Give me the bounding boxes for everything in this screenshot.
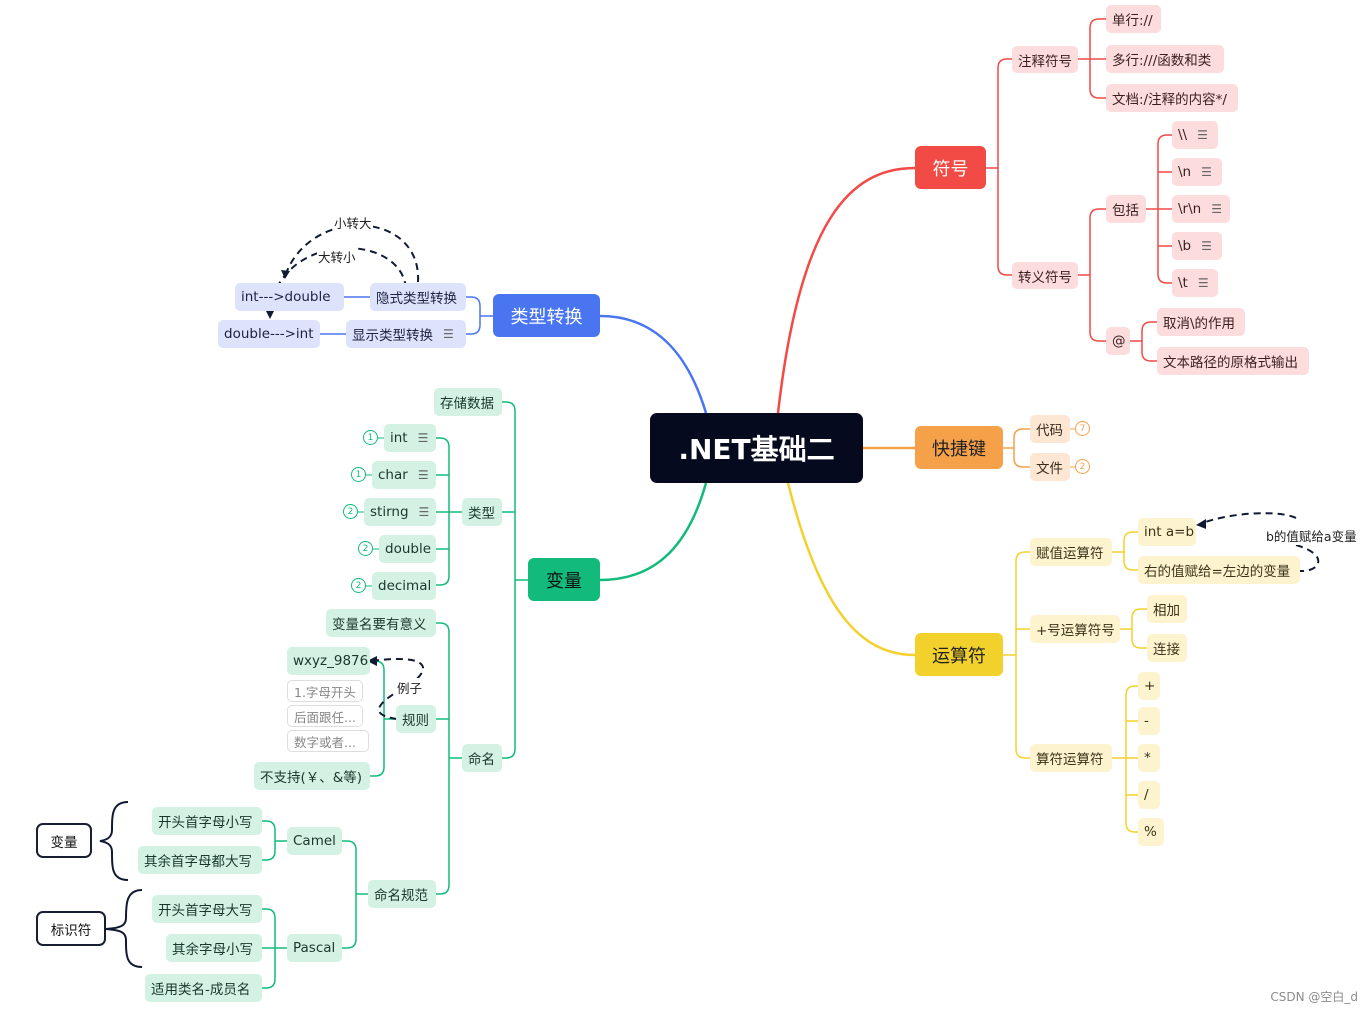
count-badge: 2 [358,541,373,556]
type-int-label: int [390,430,408,446]
camel-rest-upper[interactable]: 其余首字母都大写 [138,846,262,874]
note-icon: ☰ [418,505,430,519]
includes-node[interactable]: 包括 [1106,195,1146,223]
note-icon: ☰ [1197,128,1208,142]
escape-tab[interactable]: \t ☰ [1172,269,1218,297]
escape-crlf[interactable]: \r\n ☰ [1172,195,1230,223]
escape-backspace-label: \b [1178,238,1192,254]
naming-node[interactable]: 命名 [462,744,502,772]
at-verbatim-path[interactable]: 文本路径的原格式输出 [1157,347,1309,375]
variable-node[interactable]: 变量 [528,558,600,601]
escape-backspace[interactable]: \b ☰ [1172,232,1222,260]
naming-convention-node[interactable]: 命名规范 [368,880,436,908]
camel-first-lower[interactable]: 开头首字母小写 [152,807,262,835]
rule-note-1[interactable]: 1.字母开头 [287,680,363,702]
pascal-summary-box[interactable]: 标识符 [36,911,106,946]
assign-operator-node[interactable]: 赋值运算符 [1030,538,1112,566]
double-to-int[interactable]: double--->int [218,320,320,348]
explicit-conversion-label: 显示类型转换 [352,328,433,344]
comment-multi-line[interactable]: 多行:///函数和类 [1106,45,1224,73]
conversion-node[interactable]: 类型转换 [493,294,600,337]
comment-doc[interactable]: 文档:/注释的内容*/ [1106,84,1238,112]
escape-newline-label: \n [1178,164,1192,180]
types-node[interactable]: 类型 [462,498,502,526]
rule-note-2[interactable]: 后面跟任... [287,705,363,727]
type-int[interactable]: int ☰ [384,424,436,452]
assign-explanation[interactable]: 右的值赋给=左边的变量 [1138,556,1300,584]
count-badge: 2 [343,504,358,519]
type-string-label: stirng [370,504,409,520]
shortcut-file[interactable]: 文件 [1030,453,1070,481]
plus-operator-node[interactable]: +号运算符号 [1030,615,1120,643]
meaningful-name-node[interactable]: 变量名要有意义 [326,609,436,637]
pascal-first-upper[interactable]: 开头首字母大写 [152,895,262,923]
note-icon: ☰ [1211,202,1222,216]
arith-plus[interactable]: + [1138,672,1160,700]
camel-node[interactable]: Camel [287,827,342,855]
small-to-big-label: 小转大 [333,213,373,232]
comment-symbols-node[interactable]: 注释符号 [1012,46,1078,73]
watermark: CSDN @空白_d [1270,990,1358,1004]
plus-concat[interactable]: 连接 [1147,634,1187,662]
example-label: 例子 [396,678,424,697]
operators-node[interactable]: 运算符 [915,633,1003,676]
count-badge: 7 [1075,421,1090,436]
escape-symbols-node[interactable]: 转义符号 [1012,262,1078,289]
implicit-conversion-node[interactable]: 隐式类型转换 [370,283,466,311]
explicit-conversion-node[interactable]: 显示类型转换 ☰ [346,320,466,348]
at-node[interactable]: @ [1106,327,1130,355]
count-badge: 2 [1075,459,1090,474]
escape-newline[interactable]: \n ☰ [1172,158,1222,186]
arith-operator-node[interactable]: 算符运算符 [1030,744,1112,772]
note-icon: ☰ [417,431,429,445]
note-icon: ☰ [417,468,429,482]
type-char-label: char [378,467,408,483]
escape-tab-label: \t [1178,275,1188,291]
escape-backslash-label: \\ [1178,127,1188,143]
shortcut-code[interactable]: 代码 [1030,415,1070,443]
rule-unsupported[interactable]: 不支持(￥、&等) [254,762,370,790]
note-icon: ☰ [1201,239,1212,253]
plus-add[interactable]: 相加 [1147,595,1187,623]
count-badge: 1 [363,430,378,445]
center-topic[interactable]: .NET基础二 [650,413,863,483]
note-icon: ☰ [443,327,454,341]
big-to-small-label: 大转小 [317,247,357,266]
store-data-node[interactable]: 存储数据 [434,388,502,416]
type-string[interactable]: stirng ☰ [364,498,436,526]
comment-single-line[interactable]: 单行:// [1106,5,1161,33]
pascal-node[interactable]: Pascal [287,934,342,962]
pascal-rest-lower[interactable]: 其余字母小写 [166,934,262,962]
rule-example[interactable]: wxyz_9876 [287,647,370,675]
note-icon: ☰ [1197,276,1209,290]
note-icon: ☰ [1201,165,1212,179]
pascal-usage[interactable]: 适用类名-成员名 [145,974,262,1002]
count-badge: 1 [351,467,366,482]
camel-summary-box[interactable]: 变量 [36,823,92,858]
arith-minus[interactable]: - [1138,707,1160,735]
escape-crlf-label: \r\n [1178,201,1202,217]
at-cancel-escape[interactable]: 取消\的作用 [1157,308,1245,336]
type-double[interactable]: double [379,535,436,563]
int-to-double[interactable]: int--->double [235,283,344,311]
assign-annotation: b的值赋给a变量 [1265,526,1358,545]
rules-node[interactable]: 规则 [396,705,436,733]
assign-example[interactable]: int a=b [1138,518,1196,546]
shortcuts-node[interactable]: 快捷键 [915,426,1003,469]
arith-divide[interactable]: / [1138,781,1160,809]
type-char[interactable]: char ☰ [372,461,436,489]
type-decimal[interactable]: decimal [372,572,436,600]
symbols-node[interactable]: 符号 [915,146,986,189]
count-badge: 2 [351,578,366,593]
rule-note-3[interactable]: 数字或者... [287,730,369,752]
arith-multiply[interactable]: * [1138,744,1160,772]
escape-backslash[interactable]: \\ ☰ [1172,121,1218,149]
arith-modulo[interactable]: % [1138,818,1164,846]
